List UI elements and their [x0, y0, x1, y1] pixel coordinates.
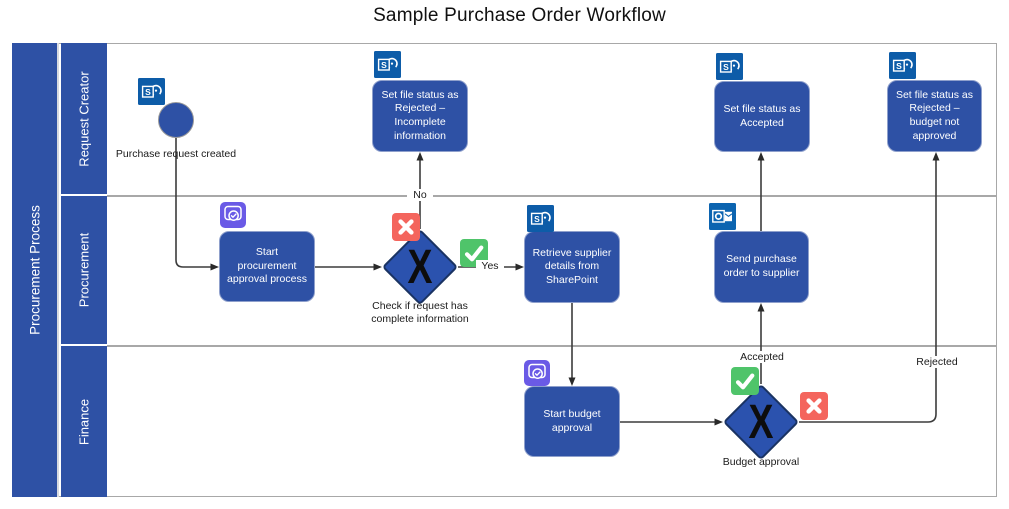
task-retrieve-supplier-details[interactable]: Retrieve supplier details from SharePoin… [524, 231, 620, 303]
svg-text:S: S [723, 62, 729, 72]
lane-label: Procurement [76, 232, 92, 308]
green-check-icon [731, 367, 759, 395]
sharepoint-icon: S [527, 205, 554, 232]
sharepoint-icon: S [138, 78, 165, 105]
approvals-icon [220, 202, 246, 228]
task-set-status-accepted[interactable]: Set file status as Accepted [714, 81, 810, 152]
outlook-icon [709, 203, 736, 230]
gateway-check-complete-label: Check if request has complete informatio… [371, 300, 469, 326]
task-send-purchase-order[interactable]: Send purchase order to supplier [714, 231, 809, 303]
lane-label: Finance [76, 398, 92, 445]
pool-label: Procurement Process [27, 205, 42, 335]
lane-divider-2 [107, 345, 997, 347]
edge-label-yes: Yes [476, 260, 504, 272]
lane-label: Request Creator [76, 70, 92, 167]
gateway-budget-approval-label: Budget approval [722, 456, 800, 468]
edge-label-accepted: Accepted [733, 351, 791, 363]
start-event-circle[interactable] [158, 102, 194, 138]
lane-divider-1 [107, 195, 997, 197]
sharepoint-icon: S [374, 51, 401, 78]
sharepoint-icon: S [889, 52, 916, 79]
start-event-label: Purchase request created [115, 148, 237, 160]
edge-label-no: No [407, 189, 433, 201]
red-x-icon [392, 213, 420, 241]
lane-header-procurement[interactable]: Procurement [61, 196, 107, 344]
task-set-status-rejected-budget[interactable]: Set file status as Rejected – budget not… [887, 80, 982, 152]
lane-header-column: Request Creator Procurement Finance [61, 43, 107, 497]
edge-label-rejected: Rejected [909, 356, 965, 368]
svg-text:S: S [534, 214, 540, 224]
pool-header-procurement-process[interactable]: Procurement Process [12, 43, 59, 497]
lane-header-finance[interactable]: Finance [61, 346, 107, 497]
task-start-procurement-approval[interactable]: Start procurement approval process [219, 231, 315, 302]
gateway-x-marker: X [748, 395, 774, 449]
task-start-budget-approval[interactable]: Start budget approval [524, 386, 620, 457]
svg-text:S: S [145, 87, 151, 97]
svg-text:S: S [381, 60, 387, 70]
sharepoint-icon: S [716, 53, 743, 80]
diagram-title: Sample Purchase Order Workflow [373, 5, 666, 26]
svg-text:S: S [896, 61, 902, 71]
red-x-icon [800, 392, 828, 420]
approvals-icon [524, 360, 550, 386]
task-set-status-rejected-incomplete[interactable]: Set file status as Rejected – Incomplete… [372, 80, 468, 152]
lane-header-request-creator[interactable]: Request Creator [61, 43, 107, 194]
gateway-x-marker: X [407, 240, 433, 294]
